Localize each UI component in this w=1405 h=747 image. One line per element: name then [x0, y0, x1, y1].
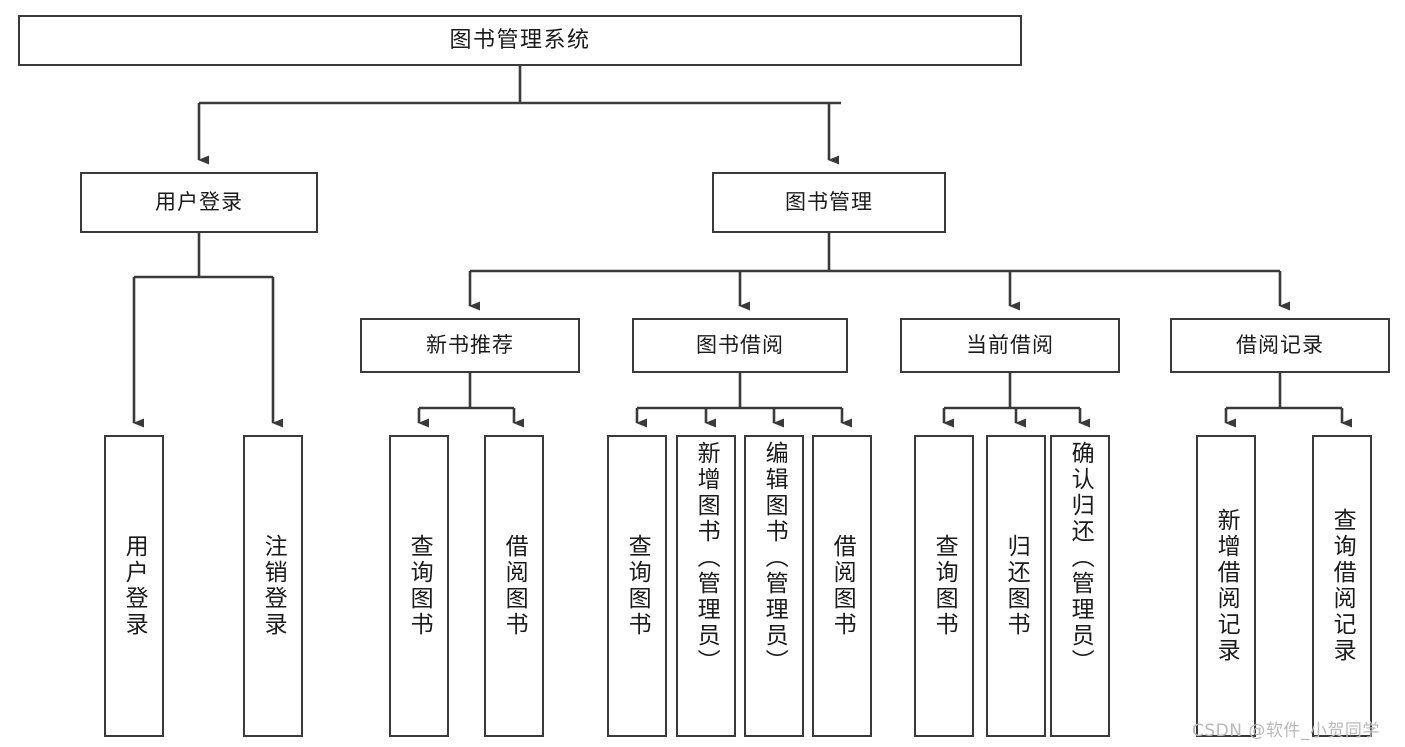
node-label: 图书管理系统	[449, 27, 591, 53]
leaf-logout-login[interactable]: 注销登录	[243, 435, 303, 737]
leaf-add-book-admin[interactable]: 新增图书（管理员）	[676, 435, 736, 737]
node-label: 当前借阅	[966, 333, 1054, 358]
node-label: 确认归还（管理员）	[1067, 441, 1094, 675]
node-label: 借阅记录	[1236, 333, 1324, 358]
leaf-query-book-3[interactable]: 查询图书	[914, 435, 974, 737]
leaf-return-book[interactable]: 归还图书	[986, 435, 1046, 737]
csdn-watermark: CSDN @软件_小贺同学	[1192, 721, 1380, 741]
leaf-query-book-1[interactable]: 查询图书	[389, 435, 449, 737]
node-label: 注销登录	[260, 534, 287, 638]
leaf-confirm-return-admin[interactable]: 确认归还（管理员）	[1050, 435, 1110, 737]
node-label: 新增图书（管理员）	[693, 441, 720, 675]
leaf-edit-book-admin[interactable]: 编辑图书（管理员）	[744, 435, 804, 737]
node-book-manage[interactable]: 图书管理	[712, 172, 946, 233]
node-label: 查询借阅记录	[1329, 508, 1356, 664]
leaf-add-borrow-record[interactable]: 新增借阅记录	[1196, 435, 1256, 737]
node-current-borrow[interactable]: 当前借阅	[900, 318, 1120, 373]
node-borrow-record[interactable]: 借阅记录	[1170, 318, 1390, 373]
node-new-book-recommend[interactable]: 新书推荐	[360, 318, 580, 373]
node-label: 新书推荐	[426, 333, 514, 358]
node-label: 用户登录	[121, 534, 148, 638]
node-label: 查询图书	[624, 534, 651, 638]
node-label: 图书借阅	[696, 333, 784, 358]
leaf-user-login[interactable]: 用户登录	[104, 435, 164, 737]
node-book-borrow[interactable]: 图书借阅	[632, 318, 848, 373]
leaf-borrow-book-1[interactable]: 借阅图书	[484, 435, 544, 737]
node-user-login[interactable]: 用户登录	[80, 172, 318, 233]
node-label: 归还图书	[1003, 534, 1030, 638]
node-label: 用户登录	[155, 190, 243, 215]
node-root-system[interactable]: 图书管理系统	[18, 15, 1022, 66]
node-label: 编辑图书（管理员）	[761, 441, 788, 675]
node-label: 图书管理	[785, 190, 873, 215]
leaf-query-borrow-record[interactable]: 查询借阅记录	[1312, 435, 1372, 737]
node-label: 借阅图书	[829, 534, 856, 638]
node-label: 查询图书	[931, 534, 958, 638]
leaf-query-book-2[interactable]: 查询图书	[607, 435, 667, 737]
node-label: 新增借阅记录	[1213, 508, 1240, 664]
leaf-borrow-book-2[interactable]: 借阅图书	[812, 435, 872, 737]
node-label: 查询图书	[406, 534, 433, 638]
node-label: 借阅图书	[501, 534, 528, 638]
